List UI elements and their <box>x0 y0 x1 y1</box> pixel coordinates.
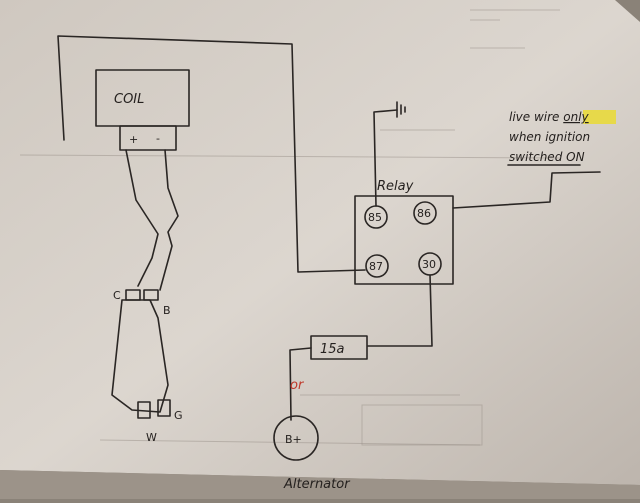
wire-relay-86-to-ignition <box>452 171 601 209</box>
pin-c-label: C <box>113 289 121 302</box>
relay-box <box>354 195 454 285</box>
relay-pin-87 <box>365 254 389 278</box>
faint-form-box <box>361 404 483 446</box>
wire-coil-minus-down <box>159 149 179 291</box>
alternator-terminal-label: B+ <box>285 433 302 446</box>
coil-plus-terminal: + <box>129 133 138 146</box>
alternator-label: Alternator <box>283 477 351 492</box>
plug-pin-g <box>157 399 171 417</box>
wire-color-label: or <box>290 378 305 393</box>
wire-relay-85-to-ground <box>373 109 398 207</box>
coil-minus-terminal: - <box>156 132 160 145</box>
relay-label: Relay <box>377 179 414 194</box>
relay-pin-86-label: 86 <box>417 207 431 220</box>
desk-edge <box>0 470 640 499</box>
wire-relay-30-to-fuse <box>367 274 433 347</box>
coil-terminal-block <box>119 125 177 151</box>
plug-pin-c <box>125 289 141 301</box>
plug-pin-w <box>137 401 151 419</box>
relay-pin-86 <box>413 201 437 225</box>
pin-w-label: W <box>146 431 157 444</box>
note-highlight <box>583 110 616 124</box>
coil-label: COIL <box>114 92 144 107</box>
wire-coil-to-relay-87 <box>57 35 366 273</box>
relay-pin-87-label: 87 <box>369 260 383 273</box>
plug-connector-body <box>111 299 169 413</box>
wire-fuse-to-alternator <box>289 347 312 421</box>
pin-b-label: B <box>163 304 171 317</box>
wire-coil-plus-down <box>125 149 159 287</box>
paper-sheet <box>0 0 640 485</box>
note-line-1: live wire only <box>509 110 590 124</box>
faint-printed-lines <box>19 9 561 446</box>
note-line-2: when ignition <box>509 130 590 144</box>
relay-pin-30-label: 30 <box>422 258 436 271</box>
fuse-label: 15a <box>320 342 345 357</box>
note-line-3: switched ON <box>509 150 585 164</box>
relay-pin-85-label: 85 <box>368 211 382 224</box>
alternator-bplus-terminal <box>273 415 319 461</box>
plug-pin-b <box>143 289 159 301</box>
ground-symbol <box>396 101 406 118</box>
pin-g-label: G <box>174 409 183 422</box>
